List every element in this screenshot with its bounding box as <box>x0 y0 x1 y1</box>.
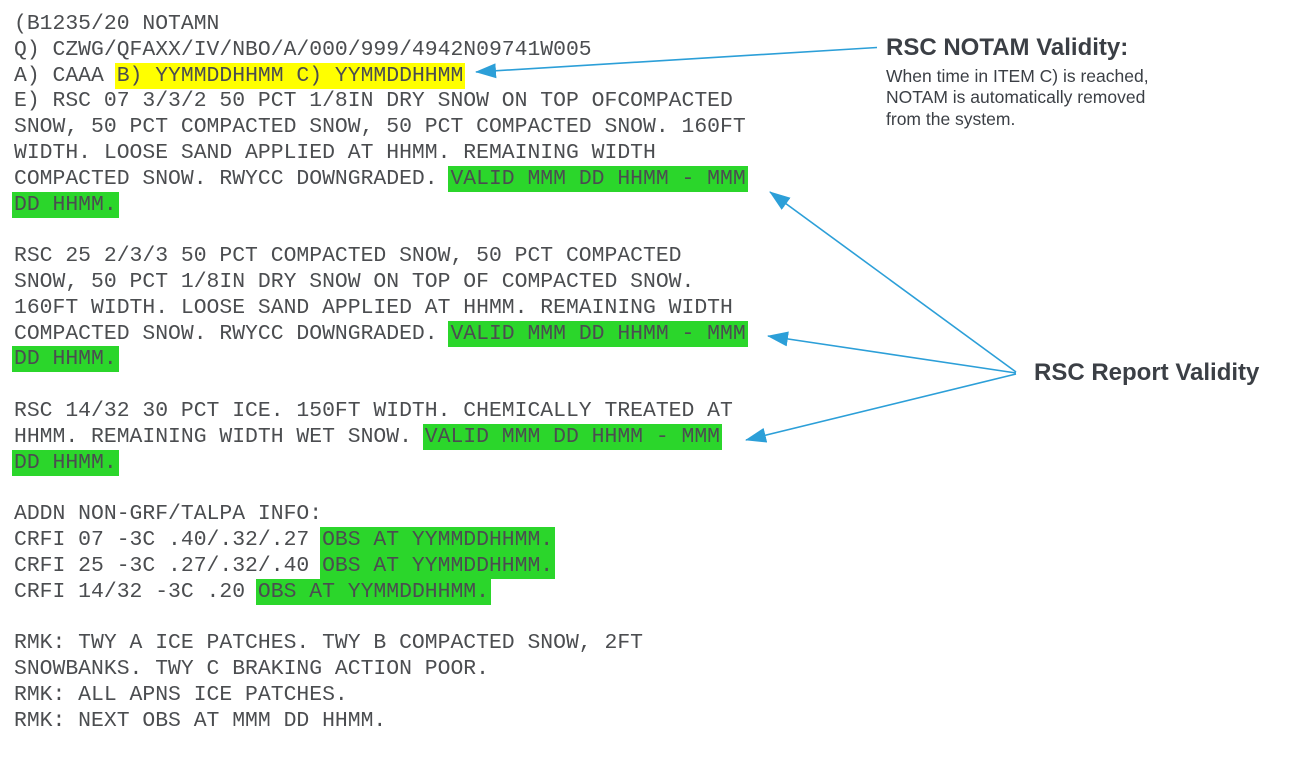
notam-line: ADDN NON-GRF/TALPA INFO: <box>14 502 746 528</box>
report-validity-arrow-3 <box>745 373 1017 443</box>
notam-text-segment: RSC 25 2/3/3 50 PCT COMPACTED SNOW, 50 P… <box>14 244 682 269</box>
notam-text-segment: RMK: TWY A ICE PATCHES. TWY B COMPACTED … <box>14 631 643 656</box>
notam-line: DD HHMM. <box>12 191 746 219</box>
notam-line: DD HHMM. <box>12 449 746 477</box>
notam-line: 160FT WIDTH. LOOSE SAND APPLIED AT HHMM.… <box>14 296 746 322</box>
notam-line: COMPACTED SNOW. RWYCC DOWNGRADED. VALID … <box>14 165 748 193</box>
notam-text-segment: RMK: NEXT OBS AT MMM DD HHMM. <box>14 708 387 733</box>
notam-validity-title: RSC NOTAM Validity: <box>886 34 1129 61</box>
notam-line <box>14 605 746 631</box>
notam-line: RMK: ALL APNS ICE PATCHES. <box>14 683 746 709</box>
notam-line: WIDTH. LOOSE SAND APPLIED AT HHMM. REMAI… <box>14 141 746 167</box>
notam-line: RSC 14/32 30 PCT ICE. 150FT WIDTH. CHEMI… <box>14 399 746 425</box>
notam-text-segment: CRFI 14/32 -3C .20 <box>14 579 258 604</box>
green-highlight: VALID MMM DD HHMM - MMM <box>422 423 723 450</box>
notam-line <box>14 373 746 399</box>
notam-text-segment: ADDN NON-GRF/TALPA INFO: <box>14 502 323 527</box>
notam-line <box>14 218 746 244</box>
notam-text-segment: SNOW, 50 PCT COMPACTED SNOW, 50 PCT COMP… <box>14 115 746 140</box>
green-highlight: DD HHMM. <box>12 191 119 218</box>
notam-validity-body-line: When time in ITEM C) is reached, <box>886 66 1149 86</box>
notam-text-segment: CRFI 07 -3C .40/.32/.27 <box>14 527 323 552</box>
notam-text-segment: WIDTH. LOOSE SAND APPLIED AT HHMM. REMAI… <box>14 140 656 165</box>
notam-text-segment: COMPACTED SNOW. RWYCC DOWNGRADED. <box>14 321 451 346</box>
green-highlight: DD HHMM. <box>12 449 119 476</box>
notam-line: Q) CZWG/QFAXX/IV/NBO/A/000/999/4942N0974… <box>14 38 746 64</box>
notam-line: A) CAAA B) YYMMDDHHMM C) YYMMDDHHMM <box>14 62 746 90</box>
notam-text-segment: (B1235/20 NOTAMN <box>14 12 220 36</box>
green-highlight: OBS AT YYMMDDHHMM. <box>320 526 556 553</box>
notam-line <box>14 476 746 502</box>
notam-validity-body-line: NOTAM is automatically removed <box>886 87 1146 108</box>
notam-text-segment: 160FT WIDTH. LOOSE SAND APPLIED AT HHMM.… <box>14 295 733 320</box>
notam-text-segment: RSC 14/32 30 PCT ICE. 150FT WIDTH. CHEMI… <box>14 398 733 423</box>
notam-line: CRFI 14/32 -3C .20 OBS AT YYMMDDHHMM. <box>14 578 746 606</box>
notam-line: SNOW, 50 PCT COMPACTED SNOW, 50 PCT COMP… <box>14 115 746 141</box>
notam-line: DD HHMM. <box>12 346 746 373</box>
green-highlight: OBS AT YYMMDDHHMM. <box>255 578 491 605</box>
notam-text-segment: HHMM. REMAINING WIDTH WET SNOW. <box>14 424 425 449</box>
notam-line: CRFI 25 -3C .27/.32/.40 OBS AT YYMMDDHHM… <box>14 552 746 580</box>
notam-line: SNOWBANKS. TWY C BRAKING ACTION POOR. <box>14 657 746 683</box>
notam-line: RMK: TWY A ICE PATCHES. TWY B COMPACTED … <box>14 631 746 657</box>
report-validity-label: RSC Report Validity <box>1034 359 1260 386</box>
notam-line: RMK: NEXT OBS AT MMM DD HHMM. <box>14 709 746 735</box>
green-highlight: VALID MMM DD HHMM - MMM <box>448 165 748 192</box>
notam-text-segment: RMK: ALL APNS ICE PATCHES. <box>14 682 348 707</box>
notam-text-segment: SNOWBANKS. TWY C BRAKING ACTION POOR. <box>14 656 489 681</box>
notam-validity-body-line: from the system. <box>886 108 1016 129</box>
yellow-highlight: B) YYMMDDHHMM C) YYMMDDHHMM <box>114 62 466 89</box>
green-highlight: VALID MMM DD HHMM - MMM <box>448 320 748 347</box>
notam-line: COMPACTED SNOW. RWYCC DOWNGRADED. VALID … <box>14 320 748 348</box>
notam-line: E) RSC 07 3/3/2 50 PCT 1/8IN DRY SNOW ON… <box>14 89 746 115</box>
notam-line: CRFI 07 -3C .40/.32/.27 OBS AT YYMMDDHHM… <box>14 526 746 554</box>
notam-validity-note: RSC NOTAM Validity: When time in ITEM C)… <box>886 34 1149 130</box>
report-validity-arrow-1 <box>769 191 1017 373</box>
green-highlight: OBS AT YYMMDDHHMM. <box>320 552 556 579</box>
notam-line: HHMM. REMAINING WIDTH WET SNOW. VALID MM… <box>14 423 746 451</box>
notam-text-segment: E) RSC 07 3/3/2 50 PCT 1/8IN DRY SNOW ON… <box>14 89 733 114</box>
notam-text-segment: A) CAAA <box>14 63 117 88</box>
notam-line: RSC 25 2/3/3 50 PCT COMPACTED SNOW, 50 P… <box>14 244 746 270</box>
notam-line: (B1235/20 NOTAMN <box>14 12 746 38</box>
notam-line: SNOW, 50 PCT 1/8IN DRY SNOW ON TOP OF CO… <box>14 270 746 296</box>
notam-text-segment: Q) CZWG/QFAXX/IV/NBO/A/000/999/4942N0974… <box>14 37 592 62</box>
notam-text-segment: SNOW, 50 PCT 1/8IN DRY SNOW ON TOP OF CO… <box>14 269 695 294</box>
green-highlight: DD HHMM. <box>12 346 119 373</box>
notam-text-segment: CRFI 25 -3C .27/.32/.40 <box>14 553 323 578</box>
notam-text-segment: COMPACTED SNOW. RWYCC DOWNGRADED. <box>14 166 451 191</box>
report-validity-arrow-2 <box>767 331 1017 374</box>
